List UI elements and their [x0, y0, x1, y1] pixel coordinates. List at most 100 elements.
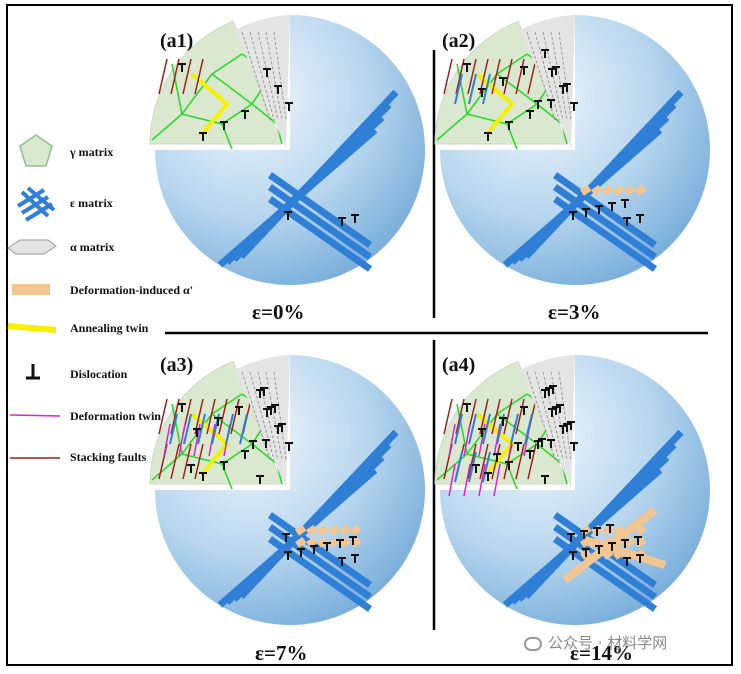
annealing-twin	[190, 72, 230, 136]
legend-dislocation-label: Dislocation	[70, 367, 128, 381]
deformation-alpha-block	[306, 524, 318, 536]
legend-annealing-twin-icon	[7, 323, 57, 333]
epsilon-band	[267, 196, 373, 272]
legend-alpha-label: α matrix	[70, 240, 115, 254]
stacking-fault	[467, 443, 477, 480]
stacking-fault	[515, 58, 525, 95]
epsilon-lath	[169, 413, 178, 445]
panel-4-pie	[434, 355, 710, 625]
panel-label-a2: (a2)	[442, 30, 476, 52]
epsilon-lath	[454, 413, 463, 445]
legend-epsilon-icon	[16, 186, 56, 222]
deformation-alpha-block	[624, 536, 636, 548]
deformation-alpha-block	[635, 524, 647, 536]
stacking-fault	[230, 398, 240, 435]
legend-deformation-twin-label: Deformation twin	[70, 409, 161, 423]
legend-gamma-label: γ matrix	[70, 145, 114, 159]
stacking-fault	[170, 58, 180, 95]
stacking-fault	[170, 443, 180, 480]
stacking-fault	[515, 398, 525, 435]
epsilon-lath	[239, 413, 248, 445]
deformation-alpha-block	[613, 184, 625, 196]
alpha-lath-boundary	[241, 31, 271, 121]
epsilon-band	[552, 172, 658, 248]
strain-label-a2: ε=3%	[548, 300, 601, 324]
wechat-icon	[524, 637, 542, 651]
gamma-grain-wedge	[149, 360, 283, 490]
grain-boundary	[456, 63, 468, 115]
stacking-fault	[503, 58, 513, 95]
legend-gamma-icon	[19, 134, 53, 167]
deformation-alpha-block	[580, 184, 592, 196]
stacking-fault	[515, 443, 525, 480]
figure-frame	[6, 4, 733, 666]
deformation-twin	[448, 423, 456, 457]
watermark: 公众号 · 材料学网	[524, 632, 667, 653]
stacking-fault	[455, 58, 465, 95]
epsilon-lath	[454, 451, 463, 483]
epsilon-lath	[225, 413, 234, 445]
stacking-fault	[491, 58, 501, 95]
epsilon-lath	[454, 73, 463, 105]
stacking-fault	[527, 443, 537, 480]
grain-boundary	[171, 63, 183, 115]
stacking-fault	[182, 443, 192, 480]
deformation-twin	[463, 423, 471, 457]
deformation-alpha-block	[635, 184, 647, 196]
grain-boundary	[211, 73, 253, 105]
stacking-fault	[455, 398, 465, 435]
epsilon-bands	[502, 429, 684, 612]
deformation-alpha-block	[295, 524, 307, 536]
stacking-fault	[158, 58, 168, 95]
deformation-twin	[478, 463, 486, 497]
epsilon-pie-sector	[440, 15, 710, 285]
deformation-twin	[178, 423, 186, 457]
deformation-alpha-block	[294, 536, 307, 548]
watermark-text: 公众号 · 材料学网	[548, 634, 668, 652]
stacking-fault	[206, 398, 216, 435]
stacking-fault	[479, 443, 489, 480]
stacking-fault	[527, 58, 537, 95]
grain-boundary	[151, 53, 243, 141]
epsilon-lath	[468, 73, 477, 105]
deformation-alpha-block	[349, 524, 362, 536]
alpha-lath-boundary	[534, 371, 560, 461]
epsilon-bands	[217, 89, 399, 272]
epsilon-lath	[468, 413, 477, 445]
legend-annealing-twin-label: Annealing twin	[70, 321, 149, 335]
alpha-matrix-wedge	[520, 15, 575, 148]
epsilon-band	[552, 196, 658, 272]
deformation-alpha-block	[349, 536, 362, 548]
deformation-alpha-block	[305, 536, 318, 548]
deformation-alpha-block	[338, 524, 351, 536]
deformation-alpha-block	[624, 184, 636, 196]
epsilon-lath	[197, 413, 206, 445]
alpha-matrix-wedge	[235, 15, 290, 148]
deformation-alpha-band	[583, 536, 667, 569]
legend-alpha-icon	[7, 239, 57, 255]
epsilon-lath	[482, 413, 491, 445]
epsilon-lath	[183, 413, 192, 445]
stacking-fault	[194, 443, 204, 480]
deformation-alpha-block	[338, 536, 351, 548]
panel-label-a4: (a4)	[442, 354, 476, 376]
epsilon-band	[267, 512, 373, 588]
gamma-grain-wedge	[434, 360, 568, 497]
epsilon-band	[523, 89, 684, 260]
deformation-twin	[463, 463, 471, 497]
epsilon-lath	[482, 451, 491, 483]
epsilon-band	[552, 184, 658, 260]
deformation-twin	[448, 463, 456, 497]
panel-label-a3: (a3)	[160, 354, 194, 376]
stacking-fault	[503, 398, 513, 435]
deformation-alpha-block	[316, 536, 329, 548]
legend-dislocation-icon	[26, 364, 40, 380]
legend-deformation-alpha-icon	[12, 284, 50, 295]
deformation-twin	[163, 423, 171, 457]
stacking-fault	[491, 398, 501, 435]
legend-epsilon-label: ε matrix	[70, 196, 113, 210]
strain-label-a4: ε=14%	[570, 641, 633, 665]
epsilon-band	[238, 89, 399, 260]
panel-2-pie	[434, 15, 710, 285]
